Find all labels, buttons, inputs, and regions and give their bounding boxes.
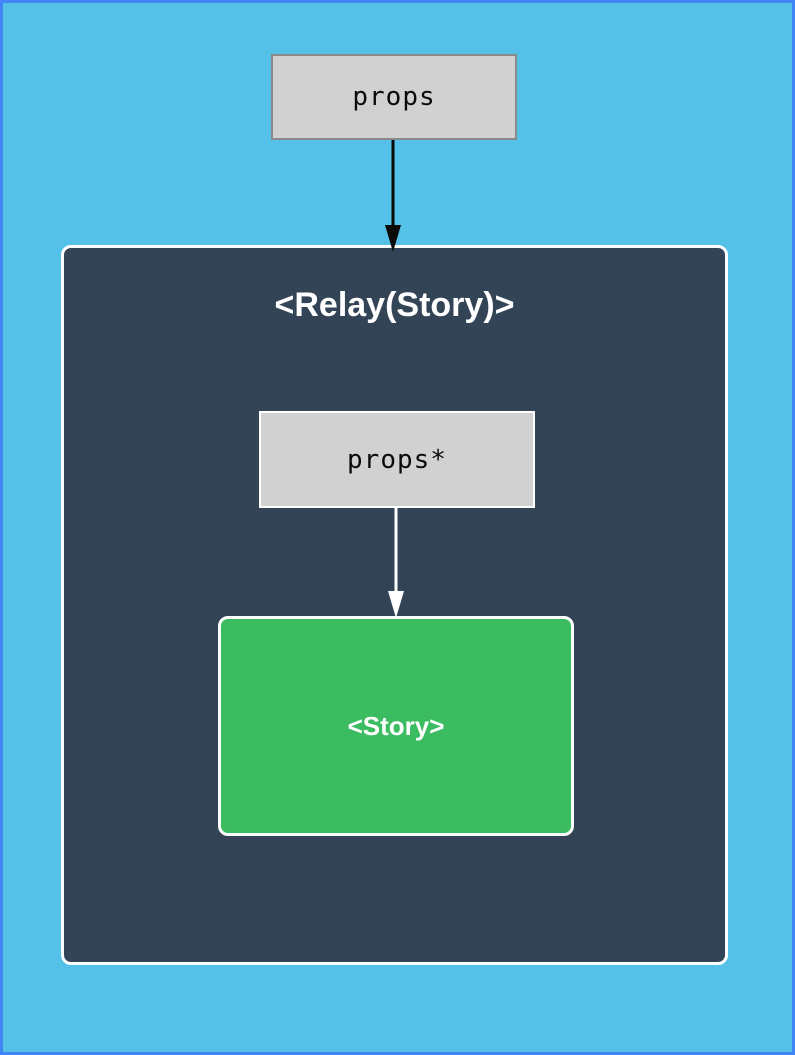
props-star-node: props* xyxy=(259,411,535,508)
arrow-down-props-to-relay-icon xyxy=(385,140,401,252)
arrow-down-props-to-story-icon xyxy=(388,508,404,618)
relay-container-title: <Relay(Story)> xyxy=(274,286,515,324)
relay-story-container: <Relay(Story)> props* <Story> xyxy=(61,245,728,965)
story-node: <Story> xyxy=(218,616,574,836)
story-node-label: <Story> xyxy=(347,710,445,741)
props-star-node-label: props* xyxy=(347,444,447,475)
props-node-label: props xyxy=(352,82,436,112)
props-node: props xyxy=(271,54,517,140)
